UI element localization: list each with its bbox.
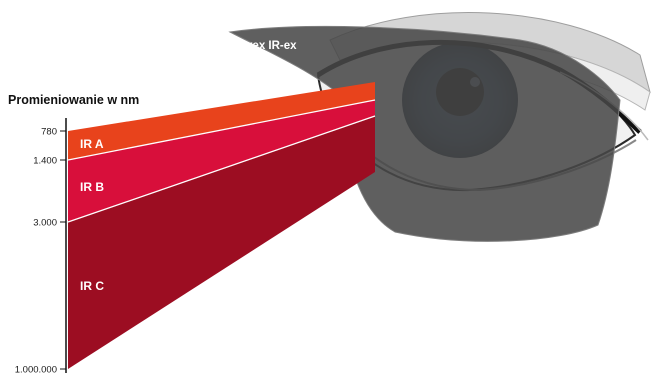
band-ir-a xyxy=(68,82,375,160)
ir-bands: IR A IR B IR C xyxy=(67,82,376,369)
band-divider xyxy=(67,115,376,223)
band-ir-c xyxy=(68,116,375,369)
tick-label: 3.000 xyxy=(33,218,57,229)
band-divider xyxy=(67,99,376,161)
wavelength-axis: Promieniowanie w nm 780 1.400 3.000 1.00… xyxy=(8,93,139,376)
band-ir-b xyxy=(68,100,375,222)
band-label-ir-b: IR B xyxy=(80,180,104,194)
tick-label: 1.000.000 xyxy=(15,365,57,376)
band-label-ir-c: IR C xyxy=(80,279,104,293)
band-label-ir-a: IR A xyxy=(80,137,104,151)
tick-label: 780 xyxy=(41,127,57,138)
axis-title: Promieniowanie w nm xyxy=(8,93,139,107)
lens-label: uvex IR-ex xyxy=(239,40,297,52)
tick-label: 1.400 xyxy=(33,156,57,167)
